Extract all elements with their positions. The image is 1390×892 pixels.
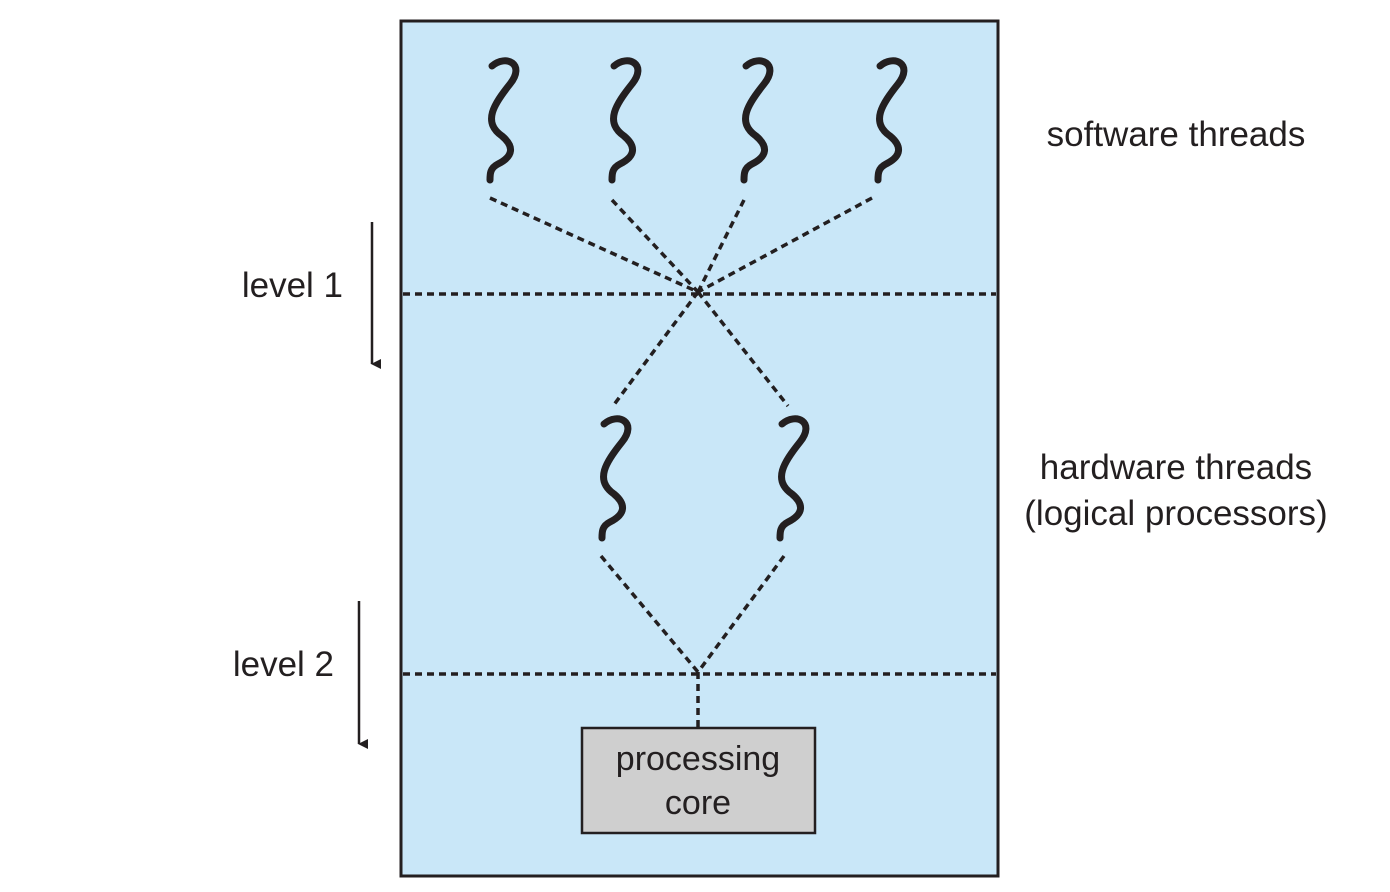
mapping-line-hw1-core	[599, 554, 700, 674]
hardware-threads-label-line1: hardware threads	[1040, 448, 1312, 487]
mapping-line-sw2	[610, 198, 700, 294]
processing-core-label-line1: processing	[616, 740, 780, 778]
hardware-threads-group	[598, 415, 810, 542]
software-thread-icon-4	[874, 57, 908, 184]
level2-label: level 2	[233, 645, 334, 684]
mapping-line-sw3	[696, 199, 746, 293]
level1-label: level 1	[242, 266, 343, 305]
software-threads-label: software threads	[1047, 115, 1306, 154]
hardware-thread-icon-1	[598, 415, 632, 542]
hardware-threads-label-line2: (logical processors)	[1024, 494, 1327, 533]
level2-mapping-lines	[599, 554, 786, 728]
software-threads-group	[486, 57, 908, 184]
hardware-thread-icon-2	[776, 415, 810, 542]
mapping-line-hw2	[696, 290, 790, 408]
processing-core-label-line2: core	[665, 784, 731, 822]
software-thread-icon-3	[740, 57, 774, 184]
software-thread-icon-1	[486, 57, 520, 184]
mapping-line-hw2-core	[696, 554, 786, 674]
mapping-line-sw4	[697, 196, 873, 294]
level1-mapping-lines	[489, 196, 873, 408]
software-thread-icon-2	[608, 57, 642, 184]
processing-core-box	[580, 726, 817, 835]
processing-core: processing core	[580, 726, 817, 835]
mapping-line-sw1	[489, 196, 699, 294]
